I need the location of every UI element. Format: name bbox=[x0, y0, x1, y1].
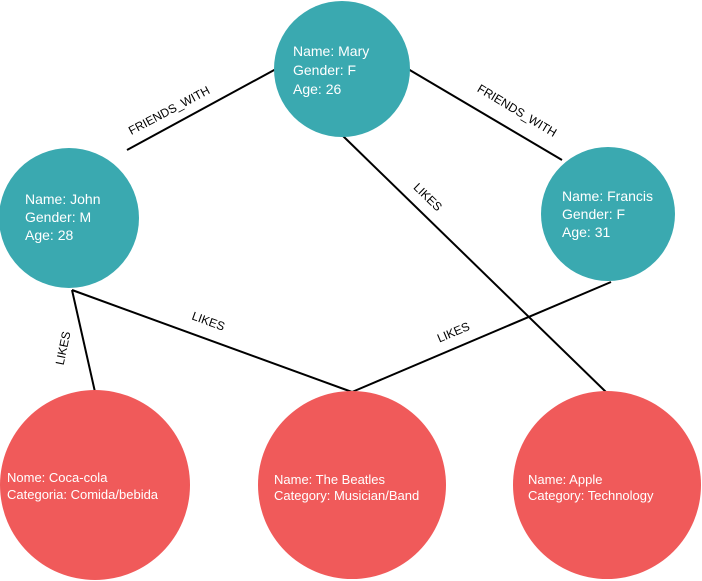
node-mary-circle bbox=[274, 1, 410, 137]
edge-label-francis-beatles: LIKES bbox=[435, 319, 472, 345]
edge-label-john-cocacola: LIKES bbox=[53, 330, 74, 366]
node-line: Age: 31 bbox=[562, 224, 610, 240]
node-cocacola[interactable]: Nome: Coca-cola Categoria: Comida/bebida bbox=[0, 390, 190, 580]
node-line: Nome: Coca-cola bbox=[7, 470, 108, 485]
node-line: Categoria: Comida/bebida bbox=[7, 487, 159, 502]
node-mary-text: Name: Mary Gender: F Age: 26 bbox=[293, 43, 373, 97]
node-apple-text: Name: Apple Category: Technology bbox=[528, 472, 654, 503]
node-apple[interactable]: Name: Apple Category: Technology bbox=[513, 391, 701, 579]
node-line: Gender: M bbox=[25, 209, 91, 225]
node-line: Gender: F bbox=[562, 206, 625, 222]
edge-francis-beatles[interactable] bbox=[351, 281, 612, 393]
node-cocacola-text: Nome: Coca-cola Categoria: Comida/bebida bbox=[7, 470, 159, 502]
node-line: Name: Mary bbox=[293, 43, 369, 59]
node-line: Gender: F bbox=[293, 62, 356, 78]
node-line: Category: Technology bbox=[528, 488, 654, 503]
node-line: Name: John bbox=[25, 191, 100, 207]
node-beatles-circle bbox=[258, 391, 446, 579]
edges bbox=[71, 68, 612, 394]
node-cocacola-circle bbox=[0, 390, 190, 580]
node-line: Age: 26 bbox=[293, 81, 341, 97]
node-francis-circle bbox=[541, 147, 675, 281]
node-john-circle bbox=[0, 148, 139, 288]
edge-label-john-beatles: LIKES bbox=[190, 309, 227, 334]
node-francis-text: Name: Francis Gender: F Age: 31 bbox=[562, 188, 657, 240]
node-mary[interactable]: Name: Mary Gender: F Age: 26 bbox=[274, 1, 410, 137]
node-francis[interactable]: Name: Francis Gender: F Age: 31 bbox=[541, 147, 675, 281]
node-beatles-text: Name: The Beatles Category: Musician/Ban… bbox=[274, 472, 419, 503]
node-john-text: Name: John Gender: M Age: 28 bbox=[25, 191, 104, 243]
node-beatles[interactable]: Name: The Beatles Category: Musician/Ban… bbox=[258, 391, 446, 579]
node-line: Name: Francis bbox=[562, 188, 653, 204]
edge-john-cocacola[interactable] bbox=[71, 289, 96, 393]
node-john[interactable]: Name: John Gender: M Age: 28 bbox=[0, 148, 139, 288]
edge-mary-apple[interactable] bbox=[342, 135, 608, 394]
node-line: Age: 28 bbox=[25, 227, 73, 243]
node-apple-circle bbox=[513, 391, 701, 579]
node-line: Name: Apple bbox=[528, 472, 602, 487]
node-line: Name: The Beatles bbox=[274, 472, 386, 487]
edge-label-mary-francis: FRIENDS_WITH bbox=[475, 81, 559, 139]
edge-label-mary-apple: LIKES bbox=[411, 180, 445, 214]
edge-mary-francis[interactable] bbox=[407, 68, 563, 161]
node-line: Category: Musician/Band bbox=[274, 488, 419, 503]
edge-john-mary[interactable] bbox=[126, 68, 277, 151]
edge-john-beatles[interactable] bbox=[71, 289, 353, 393]
